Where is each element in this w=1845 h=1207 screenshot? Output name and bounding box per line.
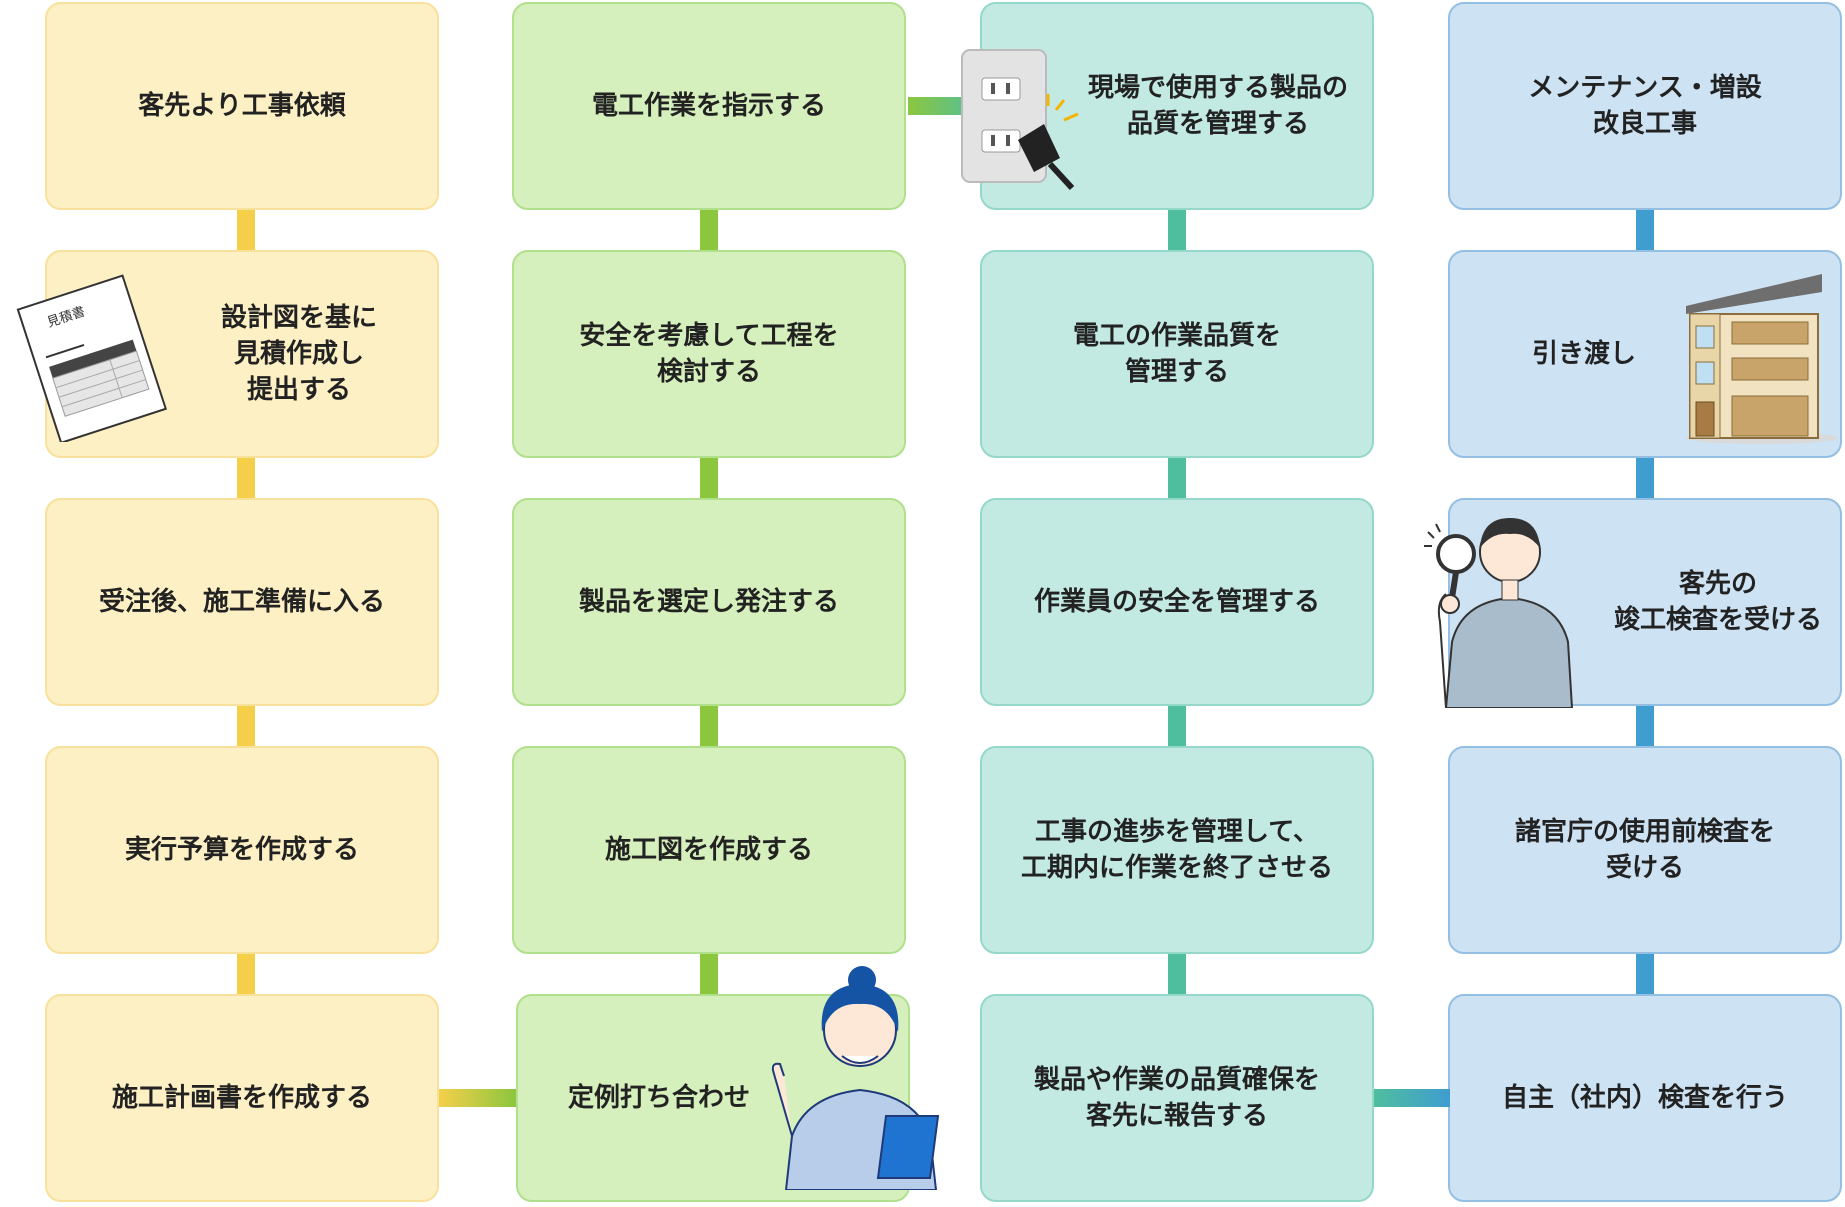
step-box: 電工の作業品質を 管理する (980, 250, 1374, 458)
step-label: 作業員の安全を管理する (1033, 587, 1320, 617)
step-label: 工事の進歩を管理して、 工期内に作業を終了させる (1020, 817, 1333, 883)
step-label: 施工計画書を作成する (111, 1083, 372, 1113)
step-label: 自主（社内）検査を行う (1501, 1083, 1788, 1113)
horizontal-connector (439, 1089, 516, 1107)
step-box: 客先より工事依頼 (45, 2, 439, 210)
estimate-document-icon: 見積書 (16, 274, 168, 442)
step-label: 設計図を基に 見積作成し 提出する (220, 303, 377, 405)
step-box: 電工作業を指示する (512, 2, 906, 210)
step-label: メンテナンス・増設 改良工事 (1528, 73, 1762, 139)
step-box: メンテナンス・増設 改良工事 (1448, 2, 1842, 210)
step-box: 安全を考慮して工程を 検討する (512, 250, 906, 458)
vertical-connector (1636, 706, 1654, 746)
step-label: 定例打ち合わせ (568, 1083, 751, 1113)
vertical-connector (1168, 706, 1186, 746)
step-box: 施工計画書を作成する (45, 994, 439, 1202)
step-box: 実行予算を作成する (45, 746, 439, 954)
step-label: 安全を考慮して工程を 検討する (579, 321, 839, 387)
step-label: 受注後、施工準備に入る (98, 587, 385, 617)
step-box: 諸官庁の使用前検査を 受ける (1448, 746, 1842, 954)
column-2: 電工作業を指示する 安全を考慮して工程を 検討する 製品を選定し発注する 施工図… (512, 0, 910, 1207)
step-label: 諸官庁の使用前検査を 受ける (1514, 817, 1775, 883)
step-label: 客先より工事依頼 (138, 91, 346, 121)
man-with-magnifier-icon (1424, 518, 1574, 708)
vertical-connector (700, 210, 718, 250)
step-box: 自主（社内）検査を行う (1448, 994, 1842, 1202)
step-label: 電工作業を指示する (591, 91, 826, 121)
step-label: 施工図を作成する (604, 835, 813, 865)
step-box: 作業員の安全を管理する (980, 498, 1374, 706)
vertical-connector (700, 954, 718, 994)
vertical-connector (237, 458, 255, 498)
apartment-building-icon (1686, 274, 1838, 444)
step-label: 製品を選定し発注する (578, 587, 839, 617)
vertical-connector (1636, 954, 1654, 994)
vertical-connector (700, 706, 718, 746)
vertical-connector (1168, 458, 1186, 498)
vertical-connector (237, 210, 255, 250)
vertical-connector (1636, 458, 1654, 498)
column-1: 客先より工事依頼 設計図を基に 見積作成し 提出する 受注後、施工準備に入る 実… (45, 0, 443, 1207)
vertical-connector (700, 458, 718, 498)
step-box: 受注後、施工準備に入る (45, 498, 439, 706)
step-label: 現場で使用する製品の 品質を管理する (1087, 73, 1348, 139)
step-box: 施工図を作成する (512, 746, 906, 954)
step-label: 客先の 竣工検査を受ける (1613, 569, 1822, 635)
step-box: 製品や作業の品質確保を 客先に報告する (980, 994, 1374, 1202)
woman-worker-with-clipboard-icon (771, 966, 940, 1190)
vertical-connector (1636, 210, 1654, 250)
step-label: 製品や作業の品質確保を 客先に報告する (1033, 1065, 1320, 1131)
step-label: 実行予算を作成する (124, 835, 359, 865)
vertical-connector (237, 954, 255, 994)
vertical-connector (1168, 954, 1186, 994)
horizontal-connector (1374, 1089, 1450, 1107)
step-box: 工事の進歩を管理して、 工期内に作業を終了させる (980, 746, 1374, 954)
step-label: 電工の作業品質を 管理する (1072, 321, 1281, 387)
column-4: メンテナンス・増設 改良工事 引き渡し 客先の 竣工検査を受ける 諸官庁の使用前… (1448, 0, 1845, 1207)
step-box: 製品を選定し発注する (512, 498, 906, 706)
electric-outlet-plug-icon (961, 49, 1079, 191)
step-label: 引き渡し (1532, 339, 1637, 369)
vertical-connector (1168, 210, 1186, 250)
vertical-connector (237, 706, 255, 746)
